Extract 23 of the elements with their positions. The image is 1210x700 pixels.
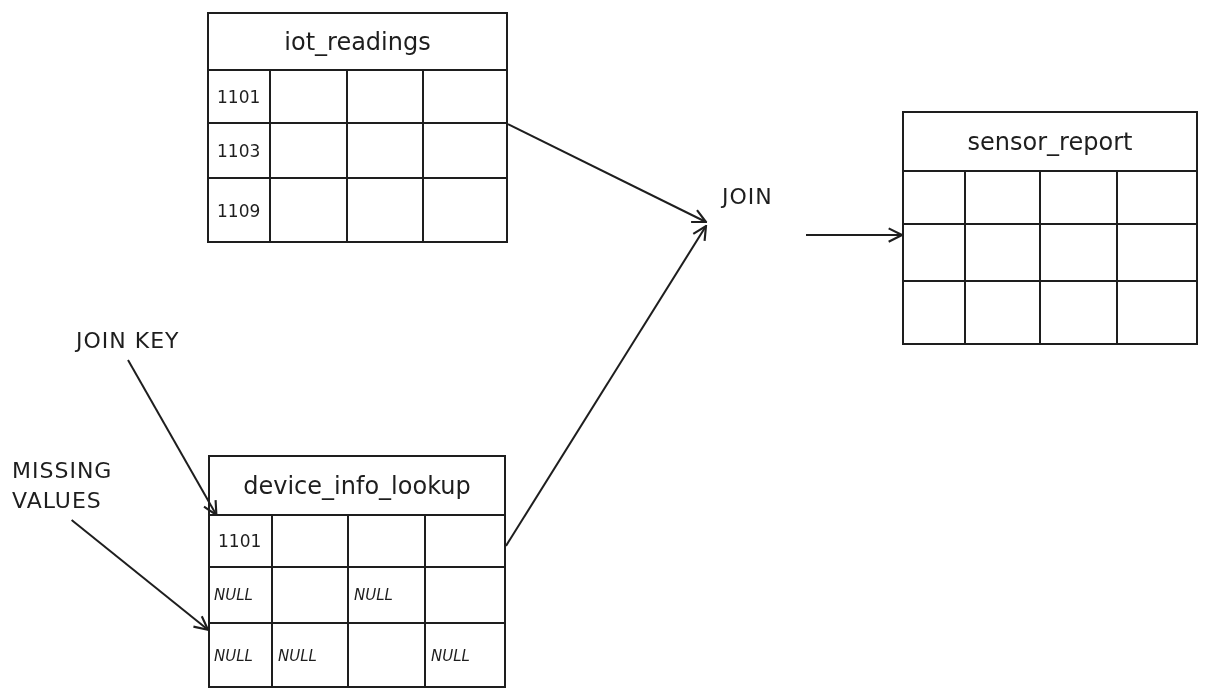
data-table <box>902 111 1198 345</box>
leader-line <box>127 359 218 517</box>
table-title: device_info_lookup <box>243 472 471 500</box>
table-title: sensor_report <box>967 128 1133 156</box>
arrow <box>505 224 708 547</box>
data-table <box>208 455 506 688</box>
data-table <box>207 12 508 243</box>
cell-value: NULL <box>354 586 393 604</box>
cell-value: 1109 <box>217 200 261 221</box>
cell-value: NULL <box>278 646 317 665</box>
callout-label: JOIN KEY <box>76 327 180 355</box>
table-title: iot_readings <box>284 28 431 56</box>
cell-value: 1101 <box>218 531 262 551</box>
cell-value: NULL <box>214 646 253 665</box>
cell-value: 1103 <box>217 140 261 161</box>
arrow <box>507 123 708 224</box>
callout-label: MISSING VALUES <box>12 457 114 515</box>
cell-value: NULL <box>431 646 470 665</box>
leader-line <box>70 519 210 631</box>
cell-value: NULL <box>214 586 253 604</box>
arrow <box>805 227 904 243</box>
join-label: JOIN <box>722 183 773 211</box>
cell-value: 1101 <box>217 86 261 107</box>
